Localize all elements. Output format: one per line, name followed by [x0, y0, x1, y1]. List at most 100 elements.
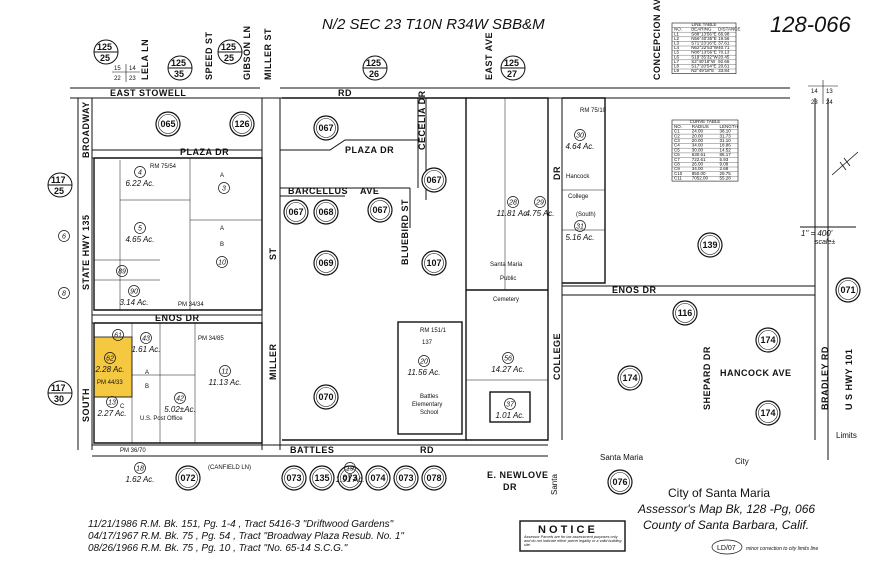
table-cell: C7 — [674, 157, 680, 162]
table-cell: 66.98 — [718, 31, 730, 36]
label-rm-7510: RM 75/10 — [580, 108, 607, 114]
parcel-number: 20 — [419, 359, 428, 366]
table-cell: 70.13 — [718, 50, 730, 55]
parcel-acres: 4.75 Ac. — [525, 209, 554, 218]
label-lot-a-3: A — [145, 370, 149, 376]
table-header: DISTANCE — [718, 27, 740, 32]
street-plaza-dr-east: PLAZA DR — [345, 145, 394, 155]
table-cell: L8 — [674, 64, 680, 69]
svg-text:117: 117 — [51, 175, 66, 185]
street-barcellus: BARCELLUS — [288, 186, 348, 196]
page-circle: 073 — [393, 465, 419, 491]
street-newlove-dr: DR — [503, 482, 517, 492]
street-hwy135: STATE HWY 135 — [81, 214, 91, 290]
page-circle-number: 174 — [760, 408, 775, 418]
page-circle-number: 067 — [318, 123, 333, 133]
table-header: NO. — [674, 27, 682, 32]
parcel-acres: 4.65 Ac. — [125, 235, 154, 244]
table-cell: C1 — [674, 129, 680, 134]
table-cell: 2.68 — [720, 166, 729, 171]
page-circle: 174 — [755, 327, 781, 353]
page-circle: 071 — [835, 277, 861, 303]
street-speed: SPEED ST — [204, 31, 214, 80]
street-college-dr: DR — [552, 166, 562, 180]
street-shepard: SHEPARD DR — [702, 346, 712, 410]
table-cell: 18.86 — [720, 143, 732, 148]
table-cell: C5 — [674, 147, 680, 152]
label-santa-maria: Santa Maria — [490, 262, 523, 268]
parcel-label: 191.91 Ac. — [335, 462, 365, 484]
page-circle-number: 139 — [702, 240, 717, 250]
table-cell: N62°22'53"W — [691, 45, 719, 50]
parcel-label: 315.16 Ac. — [565, 220, 595, 242]
parcel-number: 19 — [346, 466, 354, 473]
street-south: SOUTH — [81, 388, 91, 422]
table-cell: L3 — [674, 41, 680, 46]
street-canfield: (CANFIELD LN) — [208, 465, 251, 471]
page-circle-number: 070 — [318, 392, 333, 402]
page-circle: 174 — [755, 400, 781, 426]
svg-text:13: 13 — [826, 89, 833, 95]
table-cell: S17°20'54"E — [691, 64, 716, 69]
parcel-label: 10 — [216, 256, 228, 268]
table-cell: 722.61 — [692, 157, 706, 162]
page-circle: 116 — [672, 300, 698, 326]
parcel-label: 3 — [218, 182, 230, 194]
table-cell: N2°49'18"E — [691, 68, 714, 73]
parcel-number: 28 — [508, 200, 517, 207]
page-circle: 073 — [281, 465, 307, 491]
page-circle: 073 — [337, 465, 363, 491]
parcel-number: 5 — [138, 226, 142, 233]
table-title: CURVE TABLE — [690, 119, 721, 124]
section-corner-tr: 14 13 23 24 — [808, 80, 838, 106]
page-circle-number: 073 — [342, 473, 357, 483]
street-concepcion: CONCEPCION AVE — [652, 0, 662, 80]
table-cell: N56°40'35"E — [691, 36, 717, 41]
street-cecelia: CECELIA DR — [417, 90, 427, 150]
parcel-acres: 6.22 Ac. — [125, 179, 154, 188]
table-cell: 5.93 — [720, 157, 729, 162]
table-cell: 19.56 — [718, 36, 730, 41]
page-circle-number: 174 — [760, 335, 775, 345]
street-enos-east: ENOS DR — [612, 285, 657, 295]
parcel-number: 11 — [221, 369, 228, 376]
page-circle: 174 — [617, 365, 643, 391]
label-rm-7554: RM 75/54 — [150, 164, 177, 170]
label-pm-3670: PM 36/70 — [120, 448, 146, 454]
table-cell: S88°13'56"E — [691, 31, 716, 36]
parcel-number: 29 — [535, 200, 544, 207]
table-cell: L6 — [674, 54, 680, 59]
table-cell: 34.00 — [692, 166, 704, 171]
street-enos-west: ENOS DR — [155, 313, 200, 323]
table-cell: 20.61 — [718, 64, 730, 69]
label-pm-3434: PM 34/34 — [178, 302, 204, 308]
page-circle: 139 — [697, 232, 723, 258]
page-circle-number: 116 — [678, 308, 693, 318]
table-cell: N88°13'56"E — [691, 50, 717, 55]
page-circle-number: 071 — [840, 285, 855, 295]
parcel-acres: 1.01 Ac. — [495, 411, 524, 420]
table-cell: C6 — [674, 152, 680, 157]
parcel-label: 61 — [112, 329, 124, 341]
svg-text:125: 125 — [171, 58, 186, 68]
parcel-label: 8 — [58, 287, 70, 299]
page-circle: 068 — [313, 199, 339, 225]
table-header: NO. — [674, 124, 682, 129]
page-circle-number: 065 — [160, 119, 175, 129]
label-elementary: Elementary — [412, 402, 442, 408]
table-cell: C2 — [674, 133, 680, 138]
svg-text:24: 24 — [826, 100, 833, 106]
page-circle-number: 126 — [234, 119, 249, 129]
label-post-office: U.S. Post Office — [140, 416, 183, 422]
parcel-label: 181.62 Ac. — [125, 462, 155, 484]
label-lot-a-2: A — [220, 226, 224, 232]
map-number: 128-066 — [770, 12, 852, 37]
svg-text:14: 14 — [129, 66, 136, 72]
highlighted-parcel[interactable] — [93, 336, 133, 398]
svg-text:117: 117 — [51, 383, 66, 393]
